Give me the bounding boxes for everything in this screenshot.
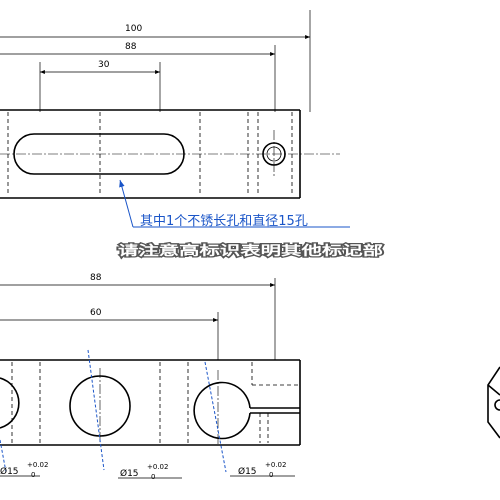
bore-tol-lower-1: 0 — [31, 471, 35, 479]
front-view: 88 60 — [0, 273, 301, 481]
dim-overall-100: 100 — [0, 10, 311, 112]
dim-hole-span-text: 88 — [125, 42, 137, 52]
bore-label-1: Ø15 — [0, 466, 19, 477]
bore-label-group-2: Ø15 +0.02 0 — [118, 463, 182, 481]
bore-leaders — [0, 349, 227, 473]
annotation-note: 其中1个不锈长孔和直径15孔 请注意高标识表明其他标记部 — [117, 179, 384, 260]
dim-slot-text: 30 — [98, 60, 110, 70]
bore-tol-lower-3: 0 — [269, 471, 273, 479]
bore-tol-upper-3: +0.02 — [265, 461, 286, 469]
bore-label-group-1: Ø15 +0.02 0 — [0, 461, 48, 479]
dim-bore-span-60: 60 — [0, 308, 219, 360]
bore-tol-upper-2: +0.02 — [147, 463, 168, 471]
bore-left — [0, 377, 20, 429]
bore-tol-upper-1: +0.02 — [27, 461, 48, 469]
iso-view-fragment — [487, 366, 500, 439]
bore-label-2: Ø15 — [120, 468, 139, 479]
bore-label-group-3: Ø15 +0.02 0 — [230, 461, 295, 479]
bore-label-3: Ø15 — [238, 466, 257, 477]
dim-slot-30: 30 — [39, 60, 161, 112]
dim-overall-88: 88 — [0, 273, 276, 360]
dim-overall-text: 100 — [125, 24, 142, 34]
front-dim-bore-text: 60 — [90, 308, 102, 318]
bore-right — [193, 370, 251, 444]
small-hole — [262, 130, 286, 178]
top-view: 100 88 30 — [0, 10, 340, 199]
bore-middle — [69, 368, 131, 444]
front-dim-overall-text: 88 — [90, 273, 102, 283]
slot-outline — [13, 133, 185, 175]
front-body-outline — [0, 359, 301, 446]
note-line-1: 其中1个不锈长孔和直径15孔 — [140, 214, 308, 229]
note-line-2: 请注意高标识表明其他标记部 — [118, 243, 383, 259]
dim-hole-span-88: 88 — [0, 42, 276, 112]
bore-tol-lower-2: 0 — [151, 473, 155, 481]
front-hidden-lines — [11, 362, 300, 443]
